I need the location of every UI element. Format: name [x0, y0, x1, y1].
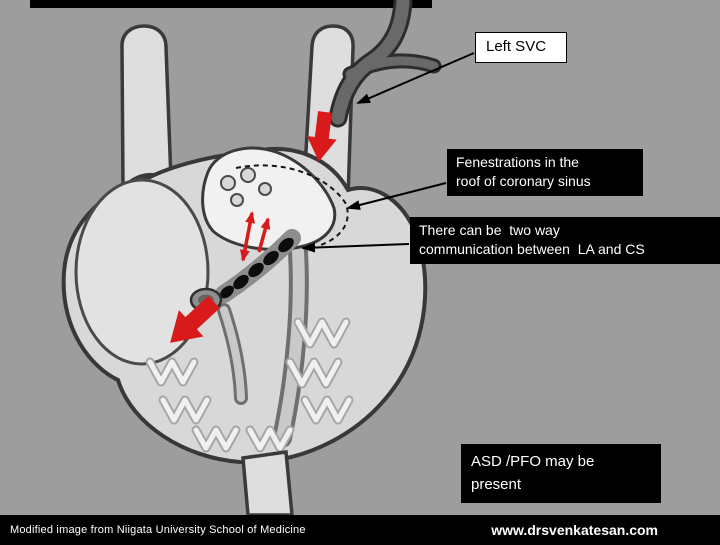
red-arrow-la-cs-icon: [257, 217, 271, 253]
pointer-fenestrations: [346, 182, 447, 210]
callout-left-svc-text: Left SVC: [486, 38, 547, 55]
callout-asd-pfo: ASD /PFO may be present: [461, 444, 661, 503]
cs-roof-dashed-line: [235, 164, 349, 247]
left-atrium: [201, 146, 337, 252]
callout-left-svc: Left SVC: [475, 32, 567, 63]
image-credit: Modified image from Niigata University S…: [10, 524, 306, 536]
callout-fenestrations: Fenestrations in the roof of coronary si…: [447, 149, 643, 196]
heart-diagram: [61, 0, 475, 515]
fenestration-openings: [220, 237, 294, 299]
septum: [217, 242, 309, 448]
callout-fenestrations-line1: Fenestrations in the: [456, 154, 579, 170]
trabeculae-pattern: [145, 317, 354, 453]
red-arrow-cs-to-ra-icon: [170, 295, 220, 343]
callout-asd-pfo-line2: present: [471, 476, 522, 494]
right-atrium: [74, 178, 210, 366]
top-border-strip: [30, 0, 432, 8]
left-svc-vessel: [328, 0, 442, 128]
callout-communication-line2: communication between LA and CS: [419, 241, 645, 258]
descending-vessel: [241, 450, 294, 515]
website-url: www.drsvenkatesan.com: [491, 522, 658, 538]
footer-bar: Modified image from Niigata University S…: [0, 515, 720, 545]
callout-communication: There can be two way communication betwe…: [410, 217, 720, 264]
pointer-left-svc: [356, 52, 475, 104]
right-svc-vessel: [120, 24, 173, 193]
callout-communication-line1: There can be two way: [419, 222, 560, 238]
callout-asd-pfo-line1: ASD /PFO may be: [471, 453, 595, 470]
red-arrow-two-way-icon: [239, 211, 256, 262]
pointer-communication: [301, 242, 410, 253]
pulmonary-vein-openings: [220, 167, 272, 207]
red-arrow-lsvc-flow-icon: [306, 111, 337, 162]
callout-fenestrations-line2: roof of coronary sinus: [456, 173, 591, 190]
